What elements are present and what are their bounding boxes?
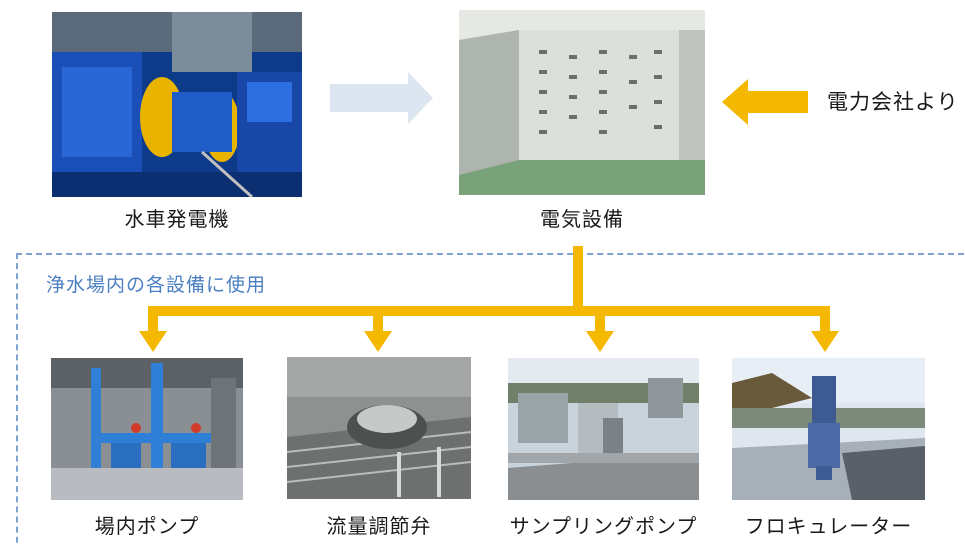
sampling-pump-caption: サンプリングポンプ (509, 514, 698, 538)
turbine-to-electrical-arrow (330, 72, 433, 124)
electrical-equipment-caption: 電気設備 (540, 207, 624, 231)
distribution-drops (139, 306, 839, 352)
in-plant-pump-photo (51, 358, 243, 500)
turbine-generator-photo (52, 12, 302, 197)
distribution-trunk (573, 246, 583, 316)
flow-control-valve-caption: 流量調節弁 (326, 514, 432, 538)
turbine-generator-caption: 水車発電機 (124, 207, 230, 231)
power-company-arrow (722, 79, 808, 125)
facility-area-frame (16, 253, 965, 544)
flocculator-caption: フロキュレーター (744, 514, 913, 538)
in-plant-pump-caption: 場内ポンプ (94, 514, 200, 538)
electrical-equipment-photo (459, 10, 705, 195)
distribution-bus (148, 306, 830, 316)
flocculator-photo (732, 358, 925, 500)
facility-area-label: 浄水場内の各設備に使用 (46, 274, 267, 296)
flow-control-valve-photo (287, 357, 471, 499)
power-company-label: 電力会社より (827, 90, 959, 114)
sampling-pump-photo (508, 358, 699, 500)
